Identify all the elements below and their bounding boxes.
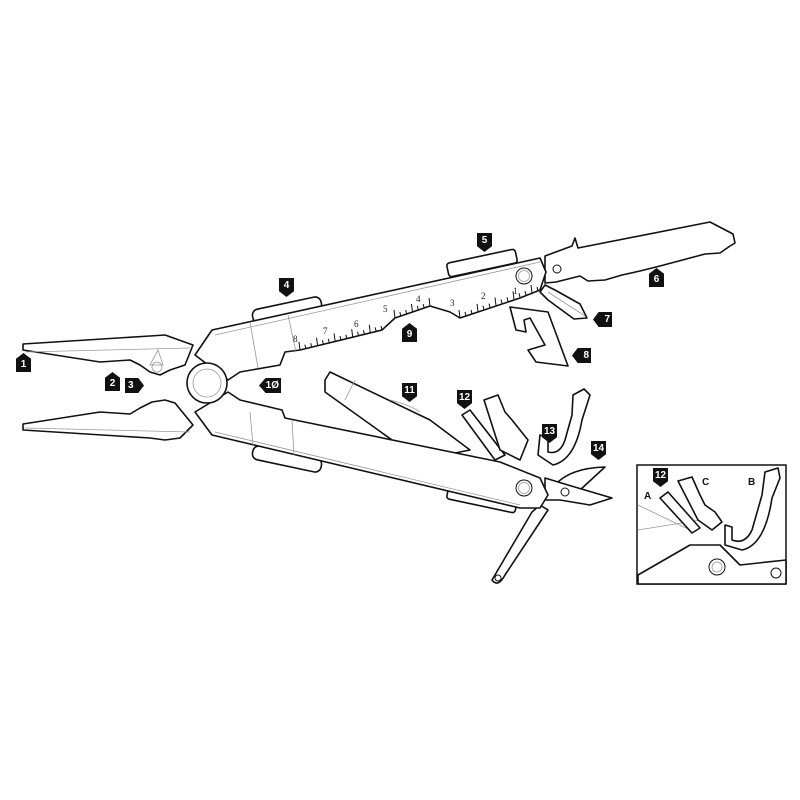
ruler-number: 2 bbox=[481, 291, 486, 301]
ruler-tick bbox=[339, 335, 342, 341]
ruler-tick bbox=[321, 340, 324, 345]
callout-6-saw: 6 bbox=[649, 268, 664, 287]
ruler-tick bbox=[298, 341, 301, 351]
ruler-tick bbox=[488, 303, 491, 308]
ruler-tick bbox=[536, 286, 539, 292]
ruler-tick bbox=[327, 338, 330, 343]
ruler-tick bbox=[530, 285, 533, 294]
ruler-number: 5 bbox=[383, 304, 388, 314]
callout-10: 1Ø bbox=[259, 378, 281, 393]
ruler-tick bbox=[512, 291, 515, 300]
inset-detail bbox=[636, 464, 787, 585]
lanyard-ring-arm bbox=[491, 504, 549, 584]
callout-11-knife: 11 bbox=[402, 383, 417, 402]
inset-letter-a: A bbox=[644, 491, 652, 502]
ruler-tick bbox=[368, 324, 371, 333]
pliers bbox=[22, 334, 228, 441]
blade-tools bbox=[324, 371, 591, 466]
ruler-tick bbox=[357, 331, 360, 336]
ruler-tick bbox=[500, 299, 503, 304]
bottom-handle bbox=[194, 391, 549, 514]
ruler-tick bbox=[428, 297, 431, 307]
callout-4: 4 bbox=[279, 278, 294, 297]
ruler-tick bbox=[362, 330, 365, 335]
ruler-number: 7 bbox=[323, 326, 328, 336]
ruler-number: 1 bbox=[513, 286, 518, 296]
ruler-number: 8 bbox=[293, 334, 298, 344]
inset-letter-b: B bbox=[748, 477, 756, 488]
inset-callout-12: 12 bbox=[653, 468, 668, 487]
ruler-tick bbox=[422, 303, 425, 309]
callout-8-opener: 8 bbox=[572, 348, 591, 363]
ruler-tick bbox=[518, 293, 521, 298]
top-handle: 8 7 6 5 4 3 2 1 bbox=[194, 248, 547, 381]
ruler-tick bbox=[345, 334, 348, 339]
ruler-number: 6 bbox=[354, 319, 359, 329]
ruler-tick bbox=[524, 291, 527, 296]
callout-1-needlenose-pliers: 1 bbox=[16, 353, 31, 372]
callout-14-scissors: 14 bbox=[591, 441, 606, 460]
ruler-tick bbox=[411, 303, 413, 313]
can-opener bbox=[509, 306, 569, 367]
ruler-tick bbox=[470, 309, 473, 314]
callout-3-wire-cutter: 3 bbox=[125, 378, 144, 393]
ruler-tick bbox=[351, 329, 354, 338]
ruler-tick bbox=[393, 309, 396, 319]
callout-5: 5 bbox=[477, 233, 492, 252]
callout-12-screwdrivers: 12 bbox=[457, 390, 472, 409]
ruler-tick bbox=[416, 305, 419, 311]
ruler bbox=[298, 285, 539, 351]
callout-9-ruler: 9 bbox=[402, 323, 417, 342]
ruler-tick bbox=[304, 344, 307, 349]
ruler-tick bbox=[374, 327, 377, 332]
ruler-tick bbox=[494, 297, 497, 306]
scissors bbox=[544, 466, 613, 506]
ruler-tick bbox=[405, 309, 408, 315]
ruler-tick bbox=[458, 309, 461, 319]
ruler-tick bbox=[482, 305, 485, 310]
ruler-tick bbox=[380, 325, 383, 331]
ruler-tick bbox=[506, 297, 509, 302]
ruler-number: 4 bbox=[416, 294, 421, 304]
callout-7-screwdriver: 7 bbox=[593, 312, 612, 327]
ruler-tick bbox=[476, 303, 479, 312]
ruler-number: 3 bbox=[450, 298, 455, 308]
callout-13-opener: 13 bbox=[542, 424, 557, 443]
ruler-tick bbox=[316, 337, 319, 346]
inset-letter-c: C bbox=[702, 477, 710, 488]
ruler-tick bbox=[333, 333, 336, 342]
ruler-tick bbox=[399, 311, 402, 317]
saw-blade bbox=[544, 221, 736, 284]
ruler-tick bbox=[310, 343, 313, 348]
ruler-tick bbox=[464, 311, 467, 317]
callout-2-regular-pliers: 2 bbox=[105, 372, 120, 391]
